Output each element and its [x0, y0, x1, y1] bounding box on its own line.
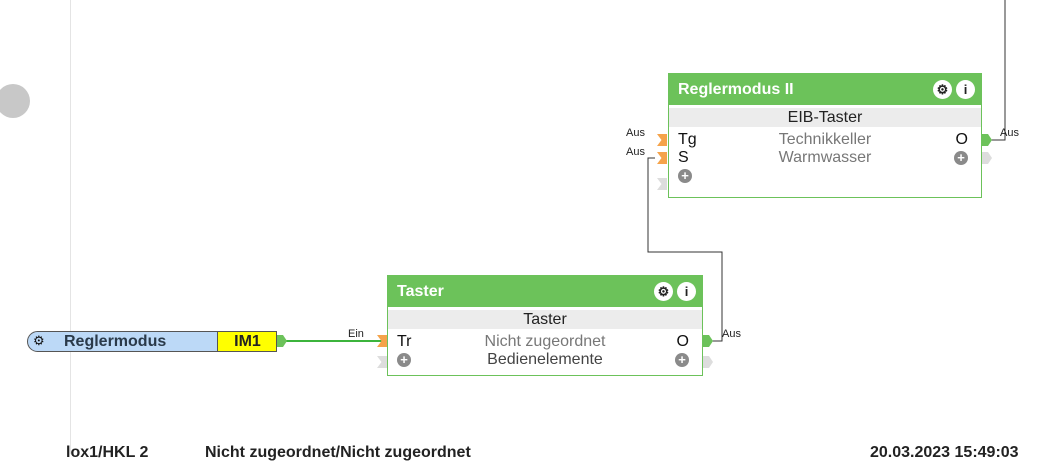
output-port[interactable] — [277, 335, 287, 347]
function-block-taster[interactable]: Taster ⚙i Taster Tr Nicht zugeordnet O + Be… — [387, 275, 703, 376]
output-port-empty[interactable] — [982, 152, 992, 164]
input-port-empty[interactable] — [657, 178, 667, 190]
input-label: Technikkeller — [778, 131, 872, 148]
input-port[interactable] — [657, 134, 667, 146]
info-icon[interactable]: i — [677, 282, 696, 301]
input-pin: S — [678, 149, 689, 166]
block-type: Taster — [388, 310, 702, 329]
gear-icon[interactable]: ⚙ — [933, 80, 952, 99]
wire-taster-out-to-s — [647, 157, 723, 342]
footer-path: lox1/HKL 2 — [66, 444, 149, 461]
input-name: Reglermodus — [64, 333, 167, 350]
gear-icon[interactable]: ⚙ — [33, 333, 45, 348]
add-input-icon[interactable]: + — [678, 168, 692, 183]
footer-timestamp: 20.03.2023 15:49:03 — [870, 444, 1019, 461]
scroll-handle[interactable] — [0, 84, 30, 118]
input-label: Warmwasser — [778, 149, 872, 166]
input-port[interactable] — [377, 335, 387, 347]
output-pin: O — [676, 333, 689, 350]
input-port-empty[interactable] — [377, 356, 387, 368]
output-port[interactable] — [703, 335, 713, 347]
wire-label: Aus — [626, 127, 645, 139]
output-port[interactable] — [982, 134, 992, 146]
gear-icon[interactable]: ⚙ — [654, 282, 673, 301]
input-pin: Tg — [678, 131, 697, 148]
block-type: EIB-Taster — [669, 108, 981, 127]
input-tag: IM1 — [217, 332, 276, 351]
add-output-icon[interactable]: + — [954, 150, 968, 165]
add-input-icon[interactable]: + — [397, 352, 411, 367]
input-pin: Tr — [397, 333, 412, 350]
input-port[interactable] — [657, 152, 667, 164]
block-title: Taster — [397, 283, 444, 300]
input-block-reglermodus[interactable]: ⚙ Reglermodus IM1 — [27, 331, 277, 352]
wire-reglermodus2-out — [985, 0, 1006, 141]
wire-label: Ein — [348, 328, 364, 340]
wire-label: Aus — [1000, 127, 1019, 139]
wire-label: Aus — [722, 328, 741, 340]
add-output-icon[interactable]: + — [675, 352, 689, 367]
input-label: Nicht zugeordnet — [484, 333, 606, 350]
function-block-reglermodus-ii[interactable]: Reglermodus II ⚙i EIB-Taster Tg Technikke… — [668, 73, 982, 198]
wire-label: Aus — [626, 146, 645, 158]
canvas-divider — [70, 0, 71, 454]
block-extra-label: Bedienelemente — [487, 351, 603, 368]
info-icon[interactable]: i — [956, 80, 975, 99]
block-title: Reglermodus II — [678, 81, 794, 98]
output-port-empty[interactable] — [703, 356, 713, 368]
footer-assignment: Nicht zugeordnet/Nicht zugeordnet — [205, 444, 471, 461]
output-pin: O — [955, 131, 968, 148]
